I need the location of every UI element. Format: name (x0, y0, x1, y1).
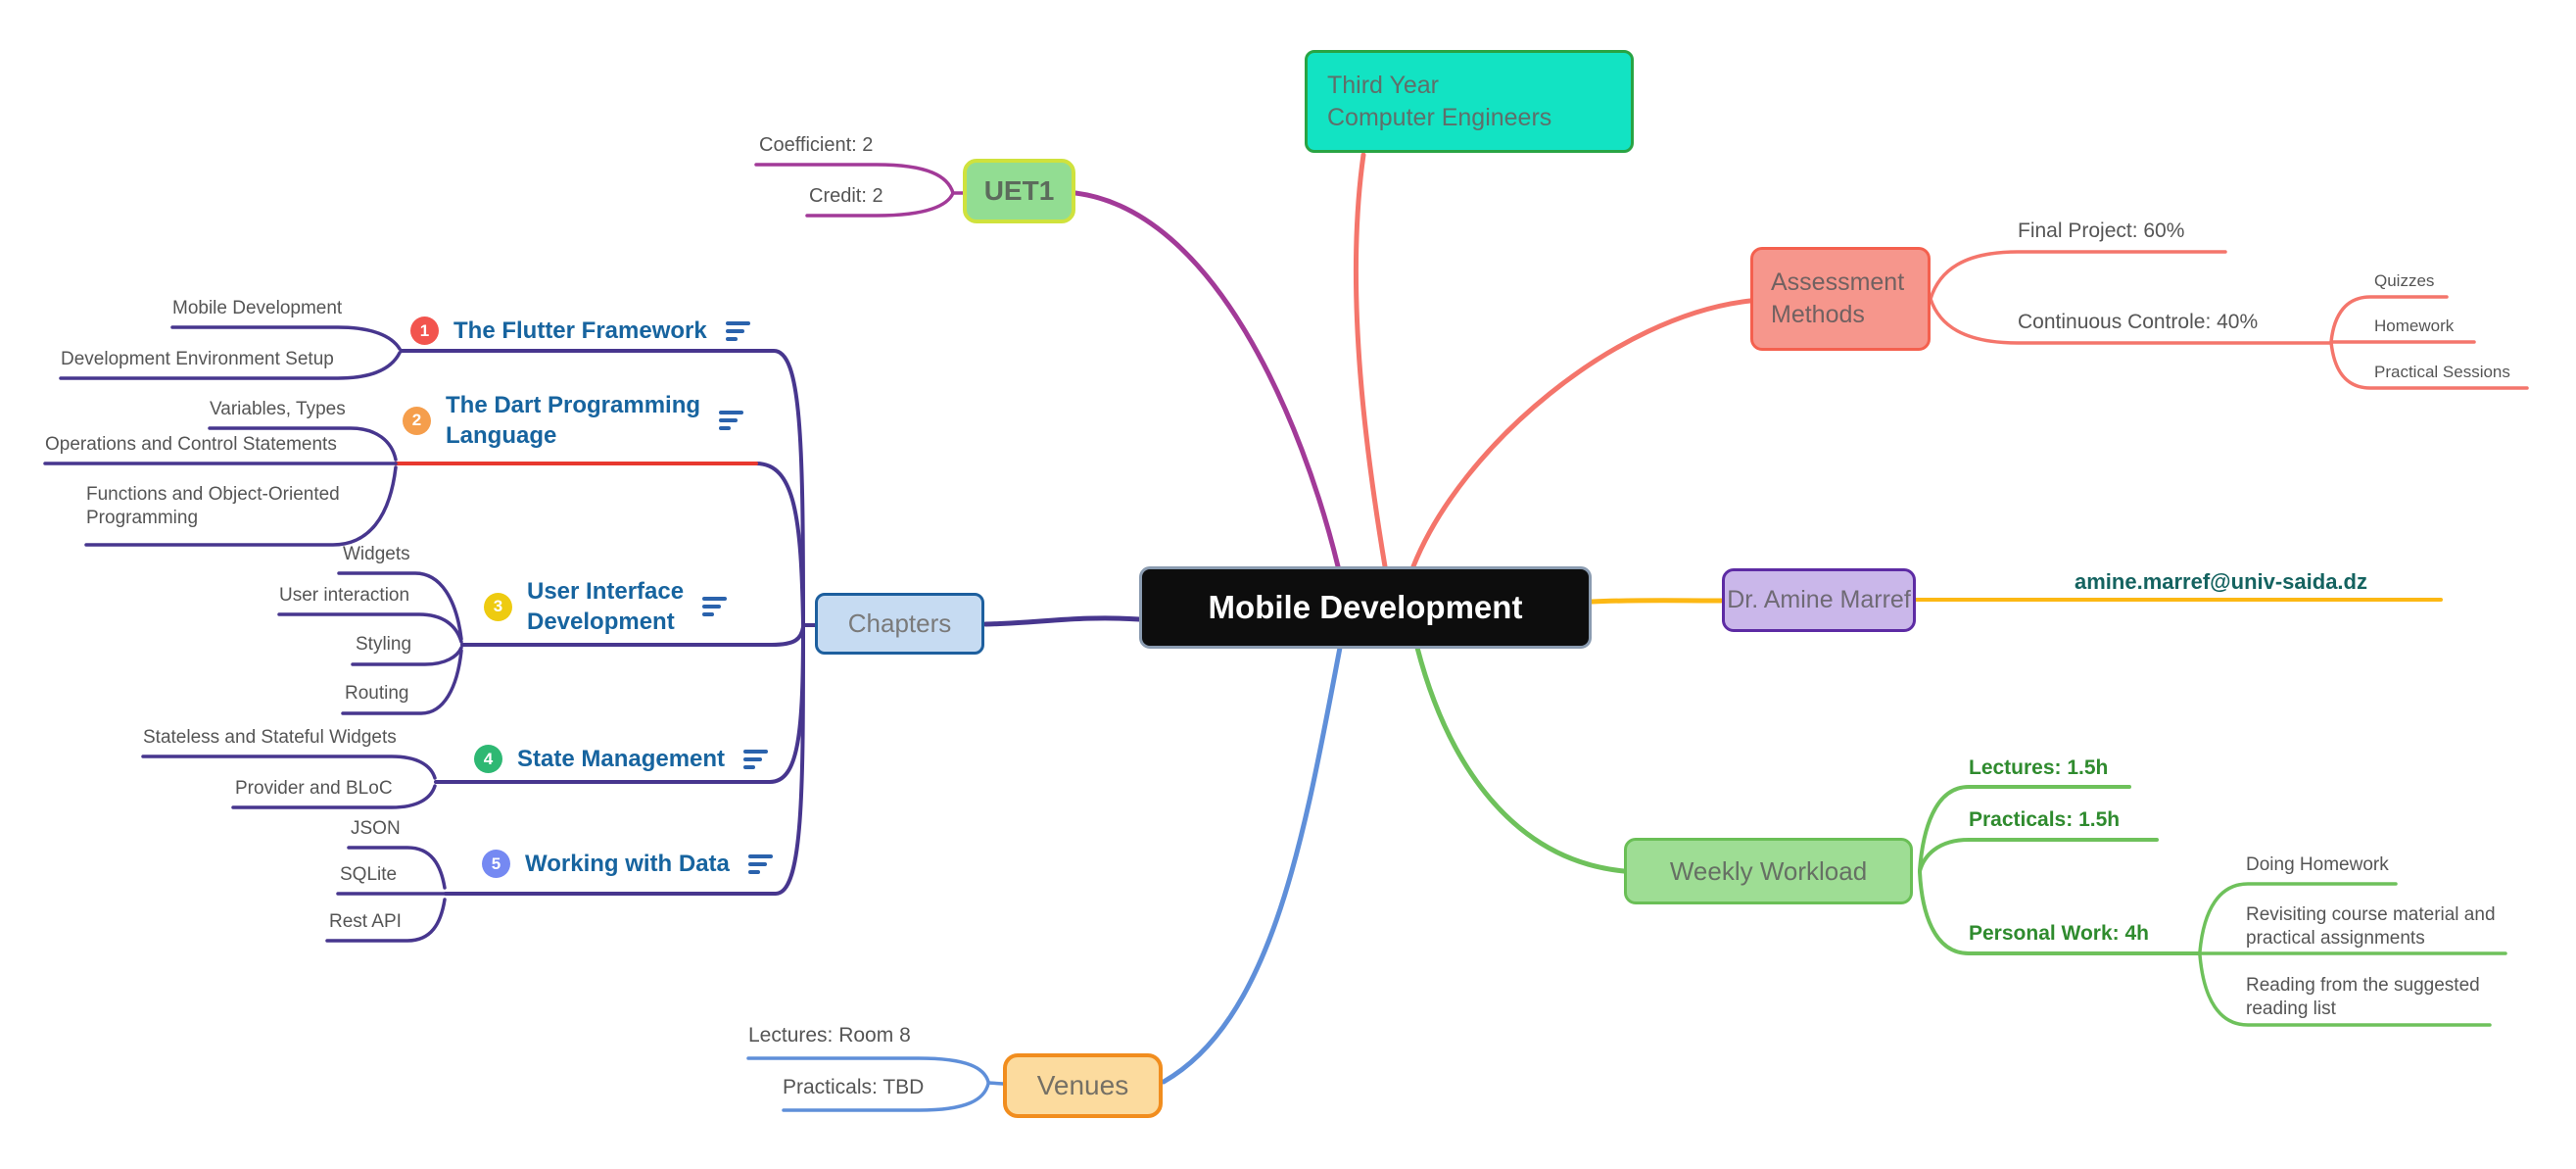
wire-continuous-practical (2329, 340, 2529, 390)
chapter-2-title[interactable]: The Dart Programming Language (446, 392, 701, 450)
wire-ch4-child2 (231, 784, 437, 809)
chapter-1-number-badge: 1 (410, 317, 439, 346)
wire-ch2-spine (754, 462, 805, 625)
leaf-operations-control[interactable]: Operations and Control Statements (45, 434, 337, 455)
leaf-practical-sessions[interactable]: Practical Sessions (2374, 363, 2510, 381)
chapter-5-number-badge: 5 (482, 850, 510, 879)
connector-center-lecturer (1589, 598, 1724, 605)
leaf-lectures-room[interactable]: Lectures: Room 8 (748, 1024, 911, 1047)
wire-ch5-underline (444, 625, 805, 896)
node-uet1[interactable]: UET1 (963, 159, 1075, 223)
connector-center-uet1 (1073, 190, 1341, 569)
leaf-sqlite[interactable]: SQLite (340, 864, 398, 885)
chapter-3-title[interactable]: User Interface Development (527, 578, 685, 636)
leaf-routing[interactable]: Routing (345, 683, 409, 704)
wire-ch3-child1 (337, 571, 463, 641)
wire-continuous-quizzes (2329, 295, 2449, 344)
leaf-practicals-tbd[interactable]: Practicals: TBD (783, 1076, 925, 1098)
leaf-provider-bloc[interactable]: Provider and BLoC (235, 778, 393, 799)
connector-center-assessment (1410, 298, 1753, 569)
leaf-dev-environment-setup[interactable]: Development Environment Setup (61, 349, 334, 369)
leaf-quizzes[interactable]: Quizzes (2374, 271, 2435, 290)
wire-uet1-credit (805, 191, 955, 218)
node-third-year-computer-engineers[interactable]: Third Year Computer Engineers (1305, 50, 1634, 153)
chapter-row-3[interactable]: 3 User Interface Development (484, 576, 728, 637)
wire-ch2-child1 (208, 426, 398, 462)
chapter-3-notes-icon[interactable] (702, 597, 728, 617)
chapter-row-1[interactable]: 1 The Flutter Framework (410, 316, 751, 346)
chapter-4-notes-icon[interactable] (743, 749, 769, 769)
leaf-rest-api[interactable]: Rest API (329, 911, 402, 932)
chapter-5-title[interactable]: Working with Data (525, 851, 730, 877)
leaf-personal-work[interactable]: Personal Work: 4h (1969, 922, 2149, 945)
leaf-doing-homework[interactable]: Doing Homework (2246, 854, 2389, 875)
wire-weekly-personal (1918, 870, 2202, 955)
chapter-5-notes-icon[interactable] (747, 853, 774, 874)
leaf-stateless-stateful[interactable]: Stateless and Stateful Widgets (143, 727, 397, 748)
wire-ch4-child1 (141, 755, 437, 780)
chapter-row-5[interactable]: 5 Working with Data (482, 849, 774, 879)
wire-personal-reading (2198, 953, 2492, 1027)
connector-center-venues (1161, 645, 1343, 1085)
node-weekly-workload[interactable]: Weekly Workload (1624, 838, 1913, 904)
wire-venues-practicals (782, 1082, 990, 1112)
chapter-row-2[interactable]: 2 The Dart Programming Language (403, 390, 744, 451)
chapter-2-notes-icon[interactable] (719, 411, 744, 431)
connector-center-chapters (982, 615, 1142, 627)
wire-uet1-coefficient (754, 163, 955, 195)
leaf-credit[interactable]: Credit: 2 (809, 185, 883, 207)
node-assessment-methods[interactable]: Assessment Methods (1750, 247, 1931, 351)
wire-assessment-continuous (1929, 297, 2333, 345)
chapter-row-4[interactable]: 4 State Management (474, 744, 769, 774)
wire-personal-homework (2198, 882, 2398, 953)
leaf-coefficient[interactable]: Coefficient: 2 (759, 134, 874, 156)
leaf-styling[interactable]: Styling (356, 634, 412, 655)
chapter-2-number-badge: 2 (403, 406, 431, 435)
wire-weekly-lectures (1918, 785, 2131, 872)
chapter-4-number-badge: 4 (474, 745, 502, 774)
connector-center-weekly (1414, 645, 1627, 874)
wire-ch1-underline (400, 349, 805, 625)
wire-assessment-final (1929, 250, 2227, 301)
wire-weekly-practicals (1918, 838, 2159, 873)
leaf-revisiting-material[interactable]: Revisiting course material and practical… (2246, 904, 2496, 949)
wire-venues-stub (986, 1081, 1005, 1086)
leaf-continuous-controle[interactable]: Continuous Controle: 40% (2018, 311, 2259, 333)
chapter-1-title[interactable]: The Flutter Framework (453, 317, 707, 344)
wire-ch3-child2 (277, 612, 463, 644)
node-center-mobile-development[interactable]: Mobile Development (1139, 566, 1592, 649)
leaf-json[interactable]: JSON (351, 818, 401, 839)
node-chapters[interactable]: Chapters (815, 593, 984, 655)
wire-ch1-child1 (170, 325, 402, 351)
leaf-mobile-development[interactable]: Mobile Development (172, 298, 343, 318)
wire-ch2-child3 (84, 465, 398, 547)
leaf-widgets[interactable]: Widgets (343, 544, 410, 564)
leaf-lecturer-email[interactable]: amine.marref@univ-saida.dz (2075, 569, 2367, 594)
wire-ch3-child4 (341, 649, 463, 715)
wire-venues-lectures (746, 1056, 990, 1084)
leaf-lectures-hours[interactable]: Lectures: 1.5h (1969, 756, 2109, 779)
leaf-final-project[interactable]: Final Project: 60% (2018, 219, 2185, 242)
connector-center-third-year (1353, 152, 1388, 569)
node-venues[interactable]: Venues (1003, 1053, 1163, 1118)
chapter-1-notes-icon[interactable] (725, 320, 751, 341)
wire-ch1-child2 (59, 351, 402, 380)
node-dr-amine-marref[interactable]: Dr. Amine Marref (1722, 568, 1916, 632)
leaf-practicals-hours[interactable]: Practicals: 1.5h (1969, 808, 2121, 831)
wire-ch5-child3 (325, 898, 447, 943)
leaf-functions-oop[interactable]: Functions and Object-Oriented Programmin… (86, 484, 340, 528)
leaf-user-interaction[interactable]: User interaction (279, 585, 410, 606)
leaf-homework[interactable]: Homework (2374, 317, 2455, 335)
wire-ch5-child1 (347, 846, 447, 890)
leaf-reading-list[interactable]: Reading from the suggested reading list (2246, 975, 2480, 1019)
chapter-3-number-badge: 3 (484, 592, 512, 621)
leaf-variables-types[interactable]: Variables, Types (210, 399, 346, 419)
chapter-4-title[interactable]: State Management (517, 746, 726, 772)
